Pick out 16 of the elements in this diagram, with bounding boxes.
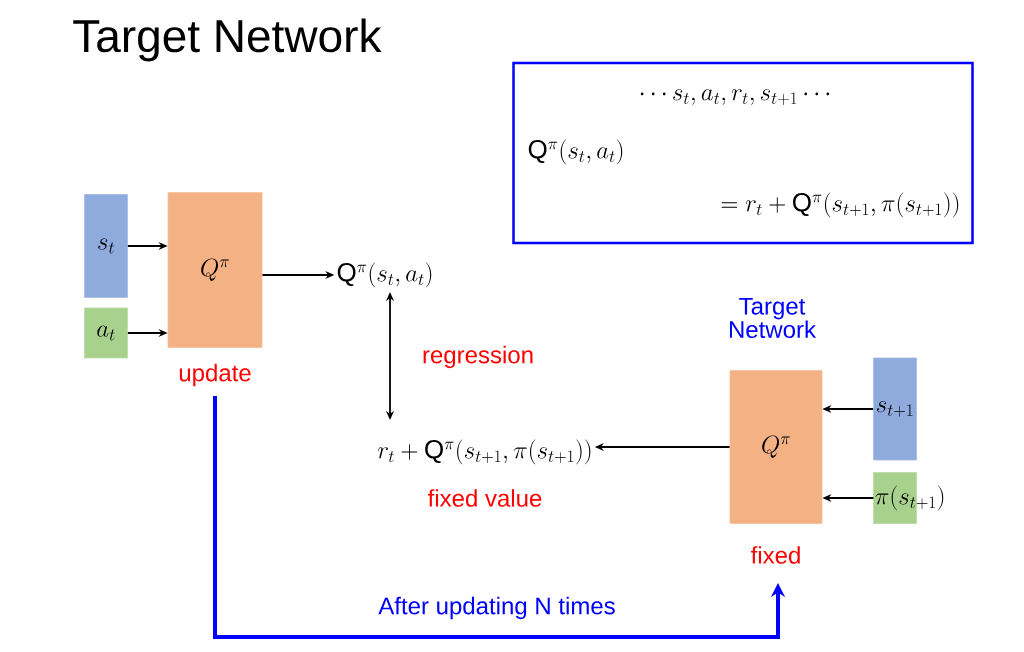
node-label: update: [179, 363, 251, 387]
node-label: fixed value: [428, 489, 542, 507]
input-box: $a_t$: [84, 307, 128, 359]
formula-text: $r_t + \mathrm{Q}^{\pi}\big(s_{t+1}, \pi(s_{t+1})\big)$: [378, 439, 591, 465]
input-box: $s_{t+1}$: [873, 357, 917, 461]
network-box: $Q^{\pi}$: [167, 192, 263, 348]
edge-label: regression: [420, 343, 537, 371]
input-box: $\pi(s_{t+1})$: [873, 472, 944, 524]
edge-label: After updating N times: [376, 594, 618, 622]
network-heading: Target Network: [729, 297, 817, 339]
network-box: $Q^{\pi}$: [729, 370, 823, 524]
input-box: $s_t$: [84, 194, 128, 298]
equation-box: $\cdots s_t, a_t, r_t, s_{t+1} \cdots$ $\mathrm{Q}^{\pi}(s_t, a_t)$ $= r_t + \mathrm{Q}^{\pi}\big(s_{t+1}, \pi(s_{t+1})\big)$: [512, 61, 974, 245]
node-label: fixed: [751, 546, 800, 564]
title: Target Network: [73, 18, 382, 62]
formula-text: $\mathrm{Q}^{\pi}(s_t, a_t)$: [337, 262, 432, 288]
